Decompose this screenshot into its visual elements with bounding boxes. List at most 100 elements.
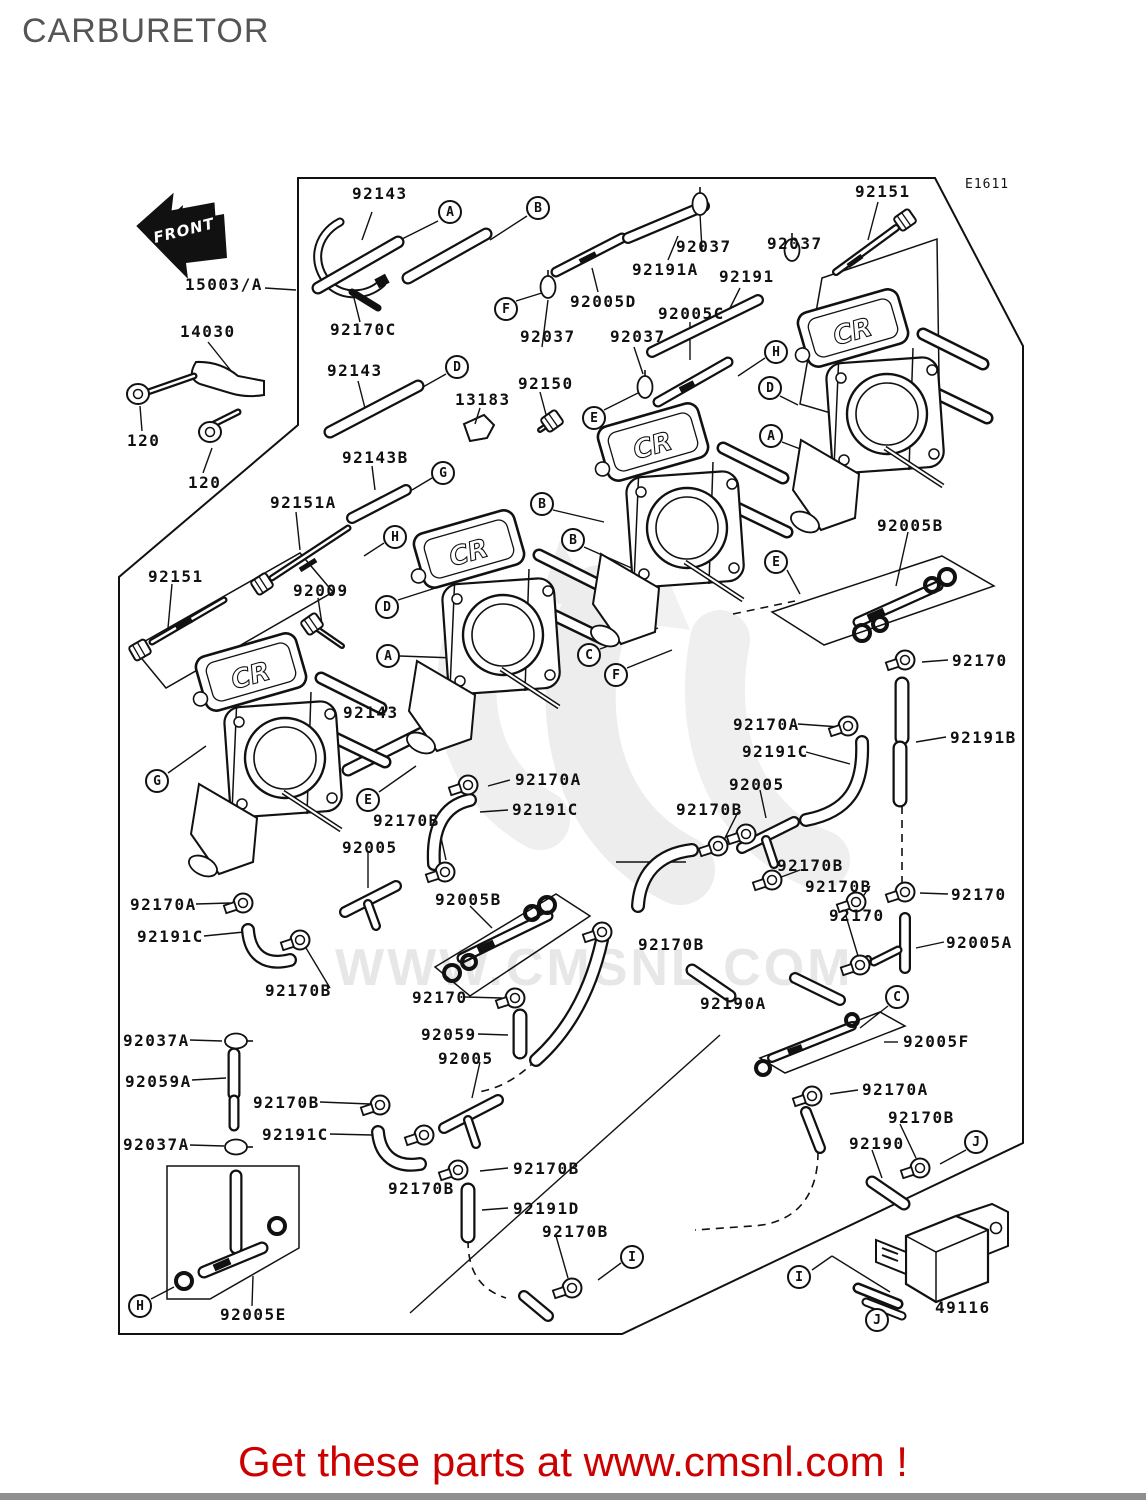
part-number-label: 92170B <box>513 1159 580 1178</box>
callout-circle-a: A <box>376 644 400 668</box>
hose-clamp-icon <box>437 1159 469 1182</box>
part-number-label: 92037A <box>123 1031 190 1050</box>
part-number-label: 92005 <box>438 1049 494 1068</box>
callout-circle-d: D <box>758 376 782 400</box>
callout-circle-e: E <box>356 788 380 812</box>
part-number-label: 92151A <box>270 493 337 512</box>
part-number-label: 92143 <box>352 184 408 203</box>
part-number-label: 92151 <box>148 567 204 586</box>
part-number-label: 120 <box>188 473 222 492</box>
bottom-bar <box>0 1493 1146 1500</box>
part-number-label: 92151 <box>855 182 911 201</box>
part-number-label: 92037 <box>767 234 823 253</box>
part-number-label: 92170B <box>373 811 440 830</box>
callout-circle-h: H <box>383 525 407 549</box>
part-number-label: 92191C <box>262 1125 329 1144</box>
callout-circle-f: F <box>494 297 518 321</box>
part-number-label: 92170B <box>388 1179 455 1198</box>
part-number-label: 92190A <box>700 994 767 1013</box>
hose-clamp-icon <box>447 774 479 797</box>
part-number-label: 13183 <box>455 390 511 409</box>
callout-circle-b: B <box>526 196 550 220</box>
callout-circle-e: E <box>764 550 788 574</box>
part-number-label: 92143 <box>327 361 383 380</box>
part-number-label: 92170B <box>777 856 844 875</box>
part-number-label: 92170A <box>130 895 197 914</box>
part-number-label: 92170 <box>412 988 468 1007</box>
part-number-label: 92005C <box>658 304 725 323</box>
page-title: CARBURETOR <box>22 12 270 50</box>
part-number-label: 49116 <box>935 1298 991 1317</box>
callout-circle-i: I <box>620 1245 644 1269</box>
part-number-label: 92170A <box>862 1080 929 1099</box>
part-number-label: 92005F <box>903 1032 970 1051</box>
screw-head-icon <box>127 637 153 663</box>
part-number-label: 15003/A <box>185 275 263 294</box>
part-number-label: 92037 <box>676 237 732 256</box>
part-number-label: 92037A <box>123 1135 190 1154</box>
callout-circle-i: I <box>787 1265 811 1289</box>
hoses-and-tubes <box>144 200 944 1322</box>
part-number-label: 92170B <box>265 981 332 1000</box>
part-number-label: 92170B <box>638 935 705 954</box>
dashed-hose-routes <box>467 600 903 1299</box>
hose-clamp-icon <box>884 649 916 672</box>
front-direction-badge: FRONT <box>136 192 227 279</box>
carb-cap-logo: CR <box>630 427 676 467</box>
part-number-label: 92170B <box>676 800 743 819</box>
part-number-label: 92191A <box>632 260 699 279</box>
part-number-label: 92009 <box>293 581 349 600</box>
hose-clamp-icon <box>827 715 859 738</box>
hose-clamp-icon <box>581 921 613 944</box>
part-number-label: 92037 <box>520 327 576 346</box>
hose-clamp-icon <box>884 881 916 904</box>
part-number-label: 92059 <box>421 1025 477 1044</box>
callout-circle-g: G <box>145 769 169 793</box>
hose-clamp-icon <box>899 1157 931 1180</box>
part-number-label: 92005A <box>946 933 1013 952</box>
part-number-label: 92191B <box>950 728 1017 747</box>
part-number-label: 92170B <box>805 877 872 896</box>
callout-circle-d: D <box>445 355 469 379</box>
part-number-label: 92037 <box>610 327 666 346</box>
hose-clamp-icon <box>697 835 729 858</box>
part-number-label: 14030 <box>180 322 236 341</box>
part-number-label: E1611 <box>965 177 1010 192</box>
carburetor-body <box>585 401 787 651</box>
part-number-label: 92191 <box>719 267 775 286</box>
part-number-label: 92005E <box>220 1305 287 1324</box>
carburetor-body <box>785 287 987 537</box>
part-number-label: 92059A <box>125 1072 192 1091</box>
diagram-border <box>118 177 1024 1335</box>
part-number-label: 92170 <box>951 885 1007 904</box>
callout-circle-c: C <box>885 985 909 1009</box>
hose-clamp-icon <box>551 1277 583 1300</box>
callout-circle-b: B <box>561 528 585 552</box>
part-number-label: 92005B <box>877 516 944 535</box>
callout-circle-g: G <box>431 461 455 485</box>
wire-clamp-icon <box>224 1138 254 1156</box>
part-number-label: 92150 <box>518 374 574 393</box>
wire-clamp-icon <box>224 1032 254 1050</box>
part-number-label: 92170 <box>952 651 1008 670</box>
part-number-label: 92170C <box>330 320 397 339</box>
hose-clamp-icon <box>403 1124 435 1147</box>
clip-part <box>462 413 496 443</box>
part-number-label: 92143B <box>342 448 409 467</box>
wire-clamp-icon <box>636 369 654 399</box>
part-number-label: 92005B <box>435 890 502 909</box>
callout-circle-f: F <box>604 663 628 687</box>
hose-clamp-icon <box>279 929 311 952</box>
part-number-label: 92170A <box>515 770 582 789</box>
callout-circle-h: H <box>764 340 788 364</box>
hose-clamp-icon <box>359 1094 391 1117</box>
small-fittings <box>126 186 957 1300</box>
callout-circle-b: B <box>530 492 554 516</box>
part-number-label: 92191C <box>137 927 204 946</box>
solenoid-valve-part <box>852 1202 1009 1321</box>
hose-clamp-icon <box>222 892 254 915</box>
hose-clamp-icon <box>791 1085 823 1108</box>
part-number-label: 92191D <box>513 1199 580 1218</box>
part-number-label: 92190 <box>849 1134 905 1153</box>
